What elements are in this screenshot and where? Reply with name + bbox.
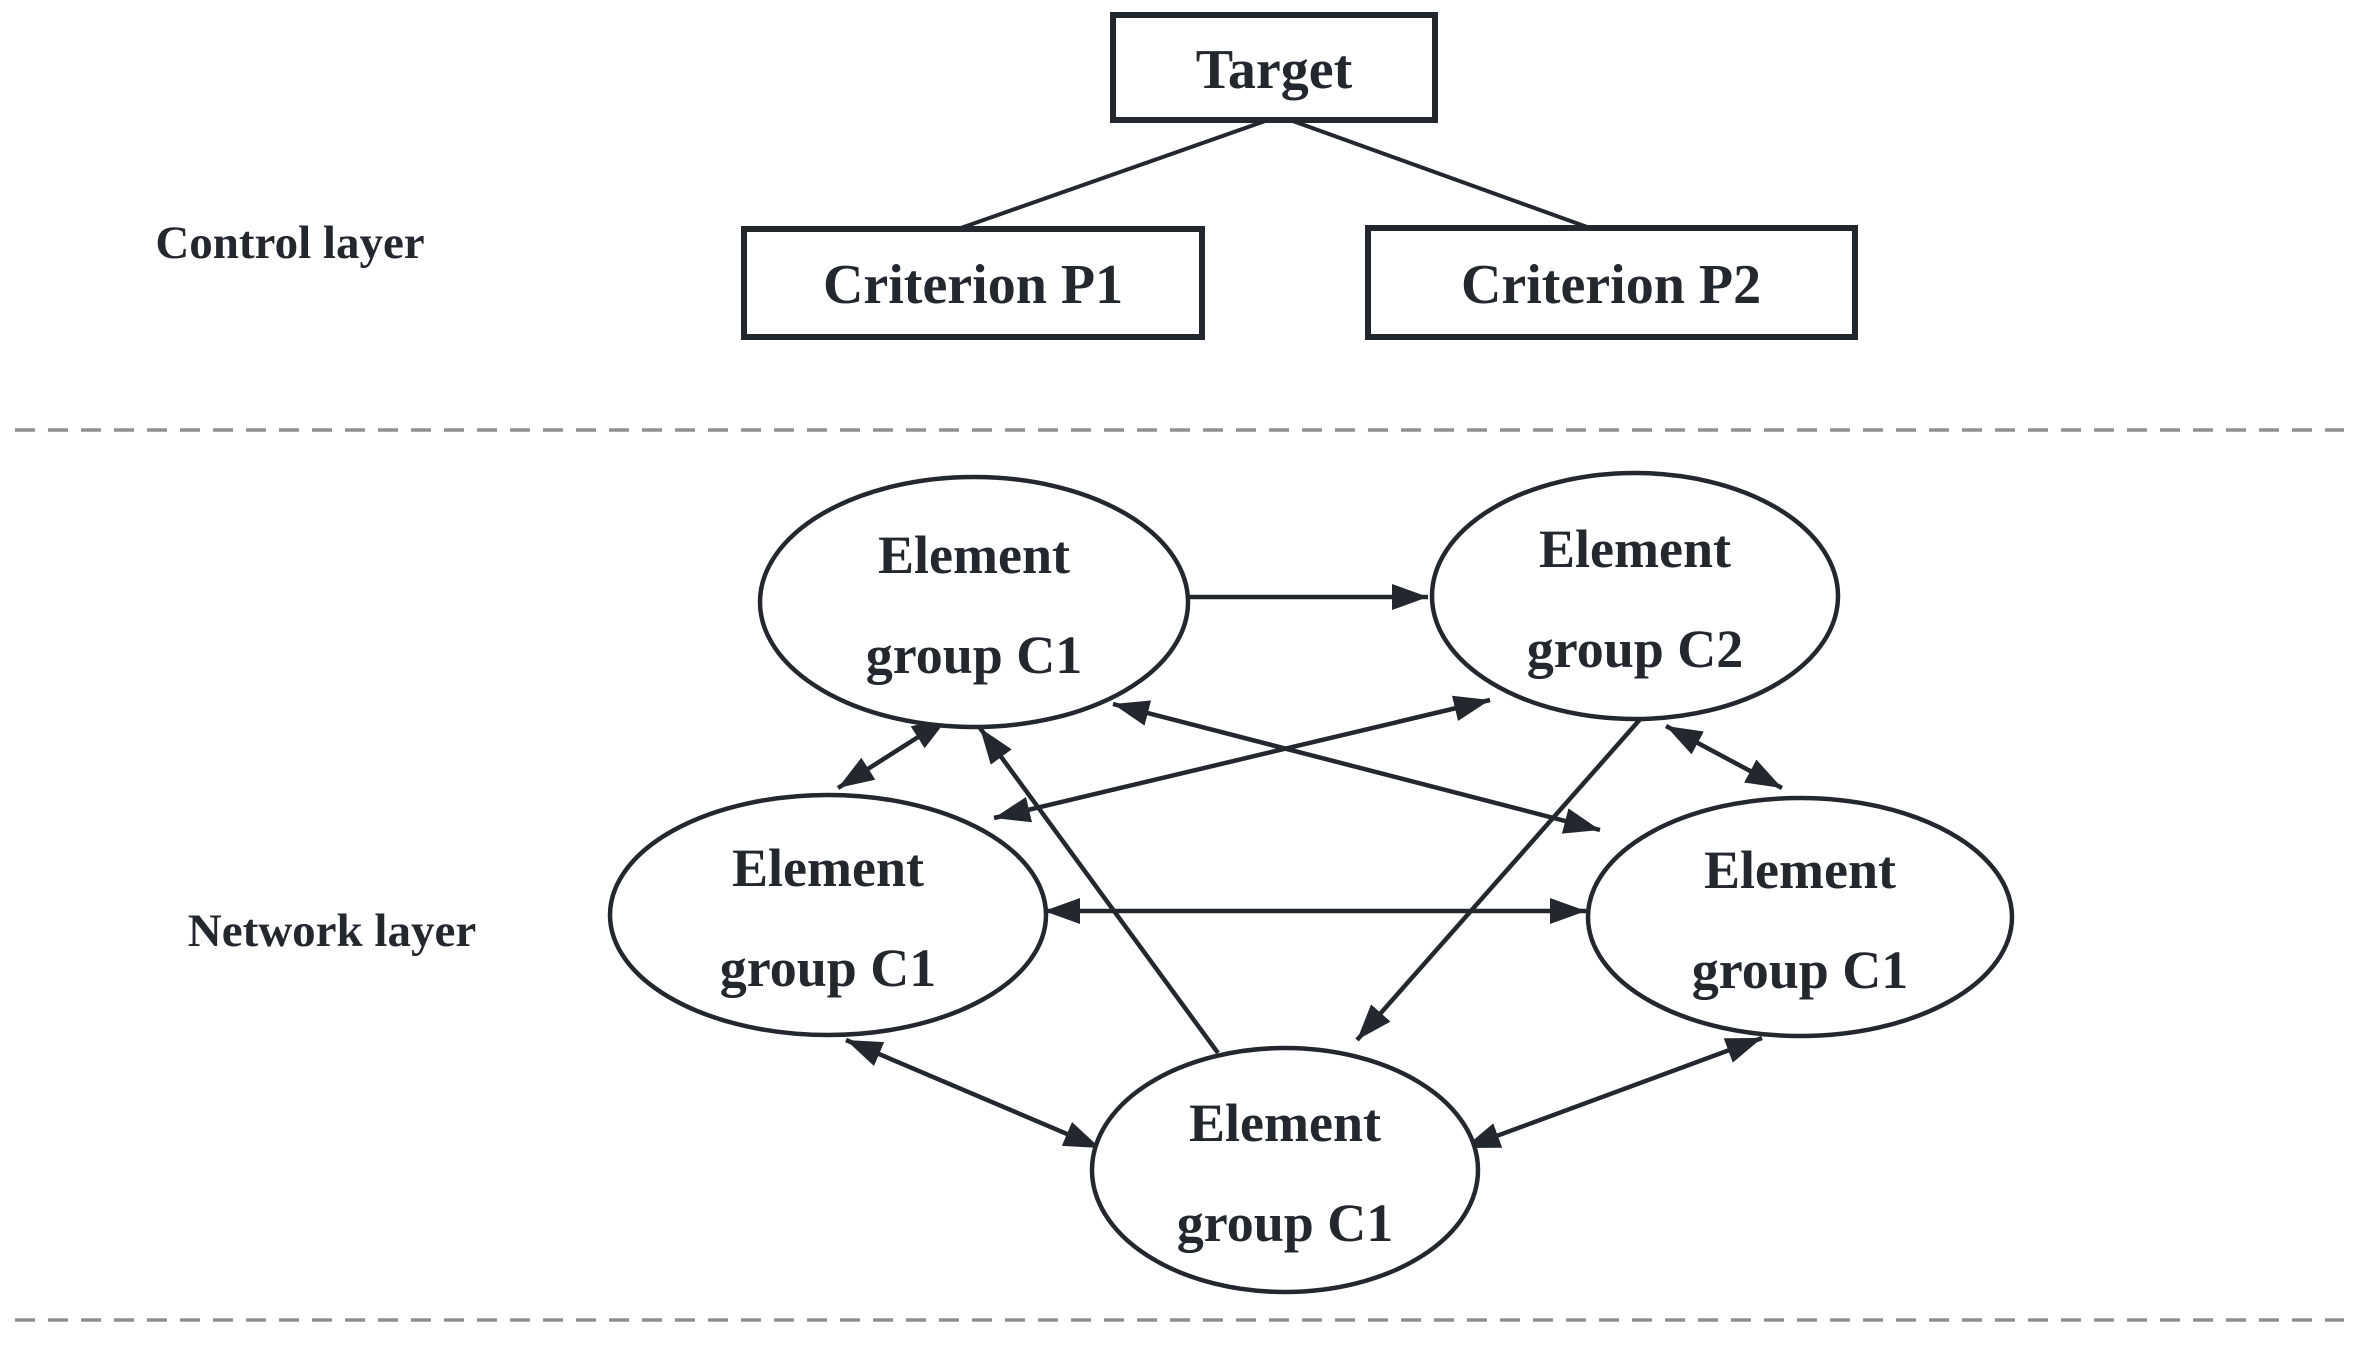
ellipse-shape	[1089, 1045, 1481, 1295]
node-label-line1: Element	[732, 838, 924, 898]
ellipse-shape	[1585, 795, 2015, 1039]
ellipse-shape	[1429, 470, 1841, 722]
ellipse-shape	[607, 792, 1049, 1038]
target-to-criterion-p2-line	[1289, 118, 1591, 230]
ellipse-element-group-c1-top-left: Element group C1	[757, 474, 1191, 730]
ellipse-element-group-c1-bottom: Element group C1	[1089, 1045, 1481, 1295]
edge-c1-topleft-c1-midleft	[836, 716, 950, 790]
edge-c1-topleft-c1-midright	[1112, 700, 1601, 834]
ellipse-shape	[757, 474, 1191, 730]
criterion-p2-box	[1365, 225, 1858, 340]
node-label-line2: group C1	[1692, 940, 1909, 1000]
node-label-line1: Element	[1189, 1093, 1381, 1153]
node-label-line2: group C1	[720, 938, 937, 998]
control-layer-label: Control layer	[155, 217, 424, 269]
criterion-p1-label: Criterion P1	[823, 254, 1123, 316]
edge-c2-topright-c1-midright	[1664, 724, 1784, 790]
ellipse-element-group-c1-mid-right: Element group C1	[1585, 795, 2015, 1039]
node-label-line2: group C2	[1527, 619, 1744, 679]
node-label-line1: Element	[1704, 840, 1896, 900]
ellipse-element-group-c2-top-right: Element group C2	[1429, 470, 1841, 722]
node-label-line2: group C1	[1177, 1193, 1394, 1253]
criterion-p1-box	[741, 226, 1205, 340]
node-label-line1: Element	[878, 525, 1070, 585]
edge-c2-topright-c1-midleft	[993, 695, 1491, 823]
target-to-criterion-p1-line	[957, 118, 1269, 231]
node-label-line1: Element	[1539, 519, 1731, 579]
target-box	[1110, 12, 1438, 123]
edge-c1-midleft-c1-bottom	[845, 1037, 1101, 1151]
network-layer-label: Network layer	[188, 905, 476, 957]
criterion-p2-label: Criterion P2	[1461, 254, 1761, 316]
ellipse-element-group-c1-mid-left: Element group C1	[607, 792, 1049, 1038]
target-box-label: Target	[1196, 39, 1353, 101]
node-label-line2: group C1	[866, 625, 1083, 685]
network-edges	[836, 584, 1784, 1151]
edge-c1-midright-c1-bottom	[1463, 1035, 1763, 1151]
edge-c2-topright-to-c1-bottom	[1355, 714, 1645, 1042]
